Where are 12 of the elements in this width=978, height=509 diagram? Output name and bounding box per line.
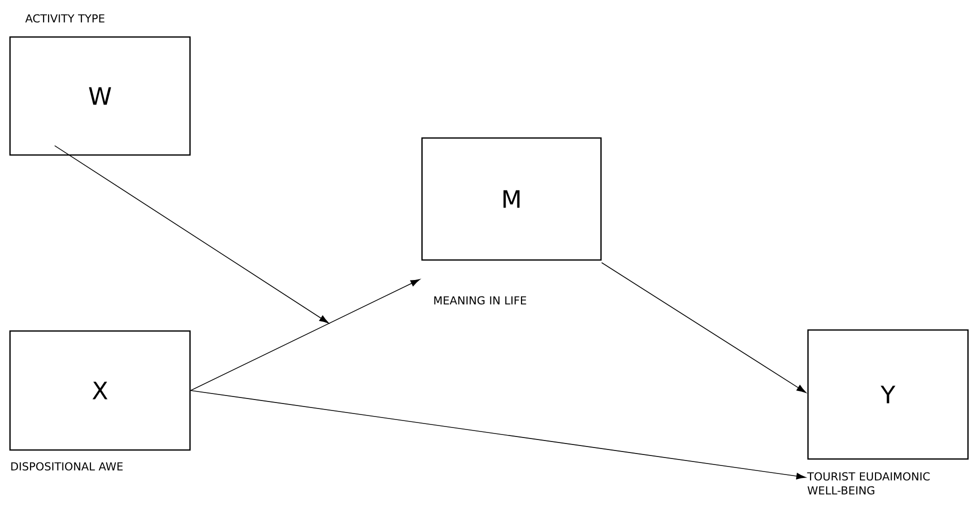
variable-caption: DISPOSITIONAL AWE <box>11 462 123 471</box>
variable-box: W <box>9 36 191 156</box>
variable-caption: TOURIST EUDAIMONIC WELL-BEING <box>807 472 930 495</box>
arrow <box>601 262 806 393</box>
variable-box: Y <box>807 329 969 460</box>
variable-caption: MEANING IN LIFE <box>434 296 526 305</box>
variable-caption: ACTIVITY TYPE <box>25 14 104 23</box>
arrow <box>54 145 329 324</box>
variable-box: M <box>421 137 602 261</box>
variable-box: X <box>9 330 191 451</box>
arrow <box>190 390 806 480</box>
arrow <box>190 279 420 391</box>
